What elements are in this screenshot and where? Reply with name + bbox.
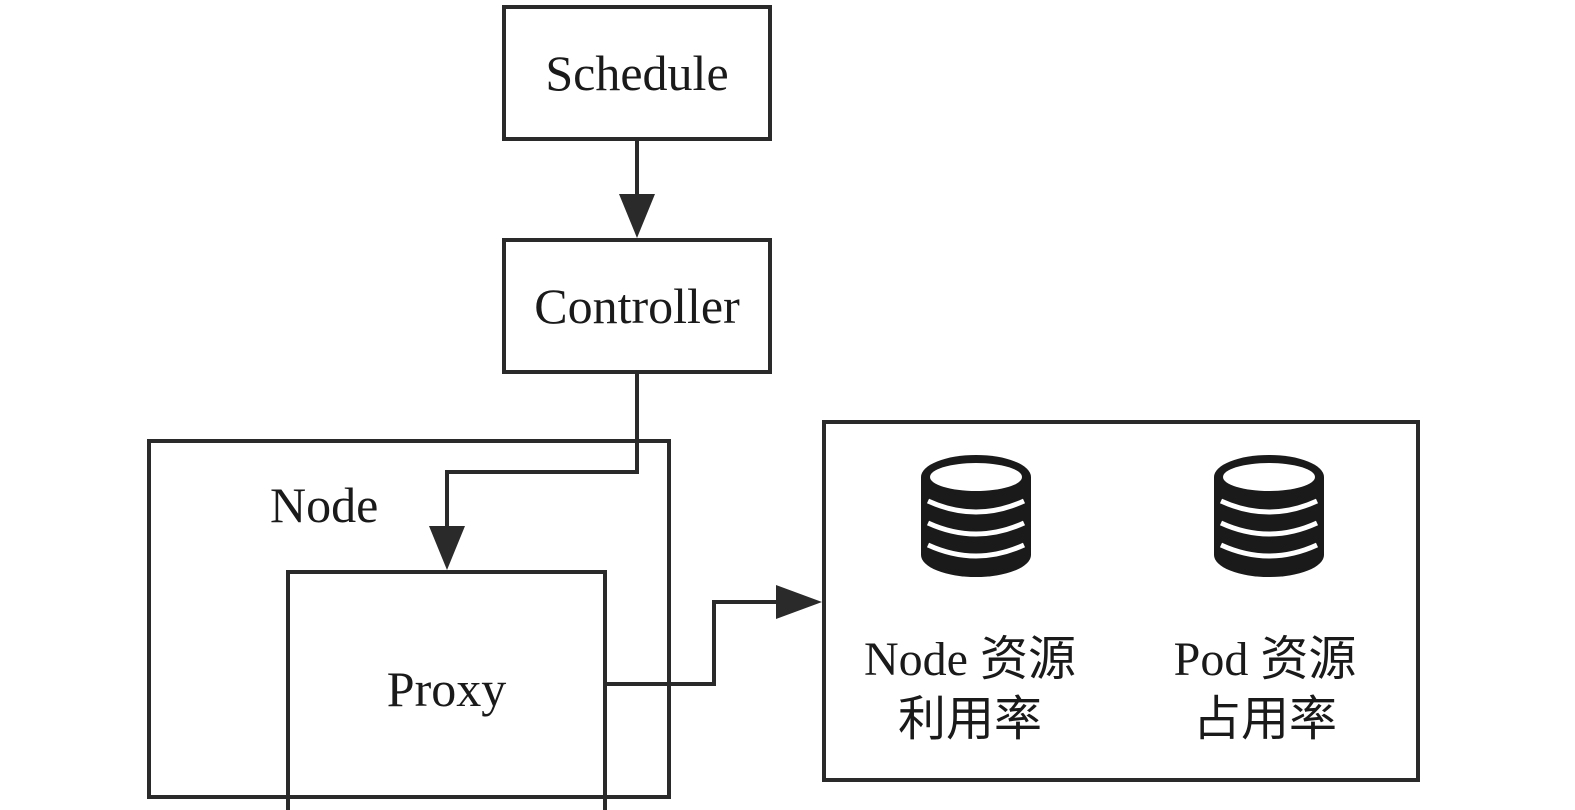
controller-label: Controller (534, 278, 740, 334)
proxy-label: Proxy (386, 661, 507, 717)
edge-schedule-controller (619, 141, 655, 238)
schedule-box: Schedule (502, 5, 772, 141)
node-resource-caption: Node 资源 利用率 (850, 630, 1090, 750)
node-resource-line2: 利用率 (897, 693, 1042, 746)
resource-panel (822, 420, 1420, 782)
proxy-box: Proxy (286, 570, 607, 810)
pod-resource-line2: 占用率 (1192, 693, 1337, 746)
pod-resource-caption: Pod 资源 占用率 (1145, 630, 1385, 750)
node-label: Node (270, 477, 379, 533)
controller-box: Controller (502, 238, 772, 374)
pod-resource-line1: Pod 资源 (1173, 633, 1357, 686)
schedule-label: Schedule (545, 45, 729, 101)
arrowhead-down-icon (619, 194, 655, 238)
arrowhead-right-icon (776, 585, 822, 619)
node-resource-line1: Node 资源 (864, 633, 1076, 686)
